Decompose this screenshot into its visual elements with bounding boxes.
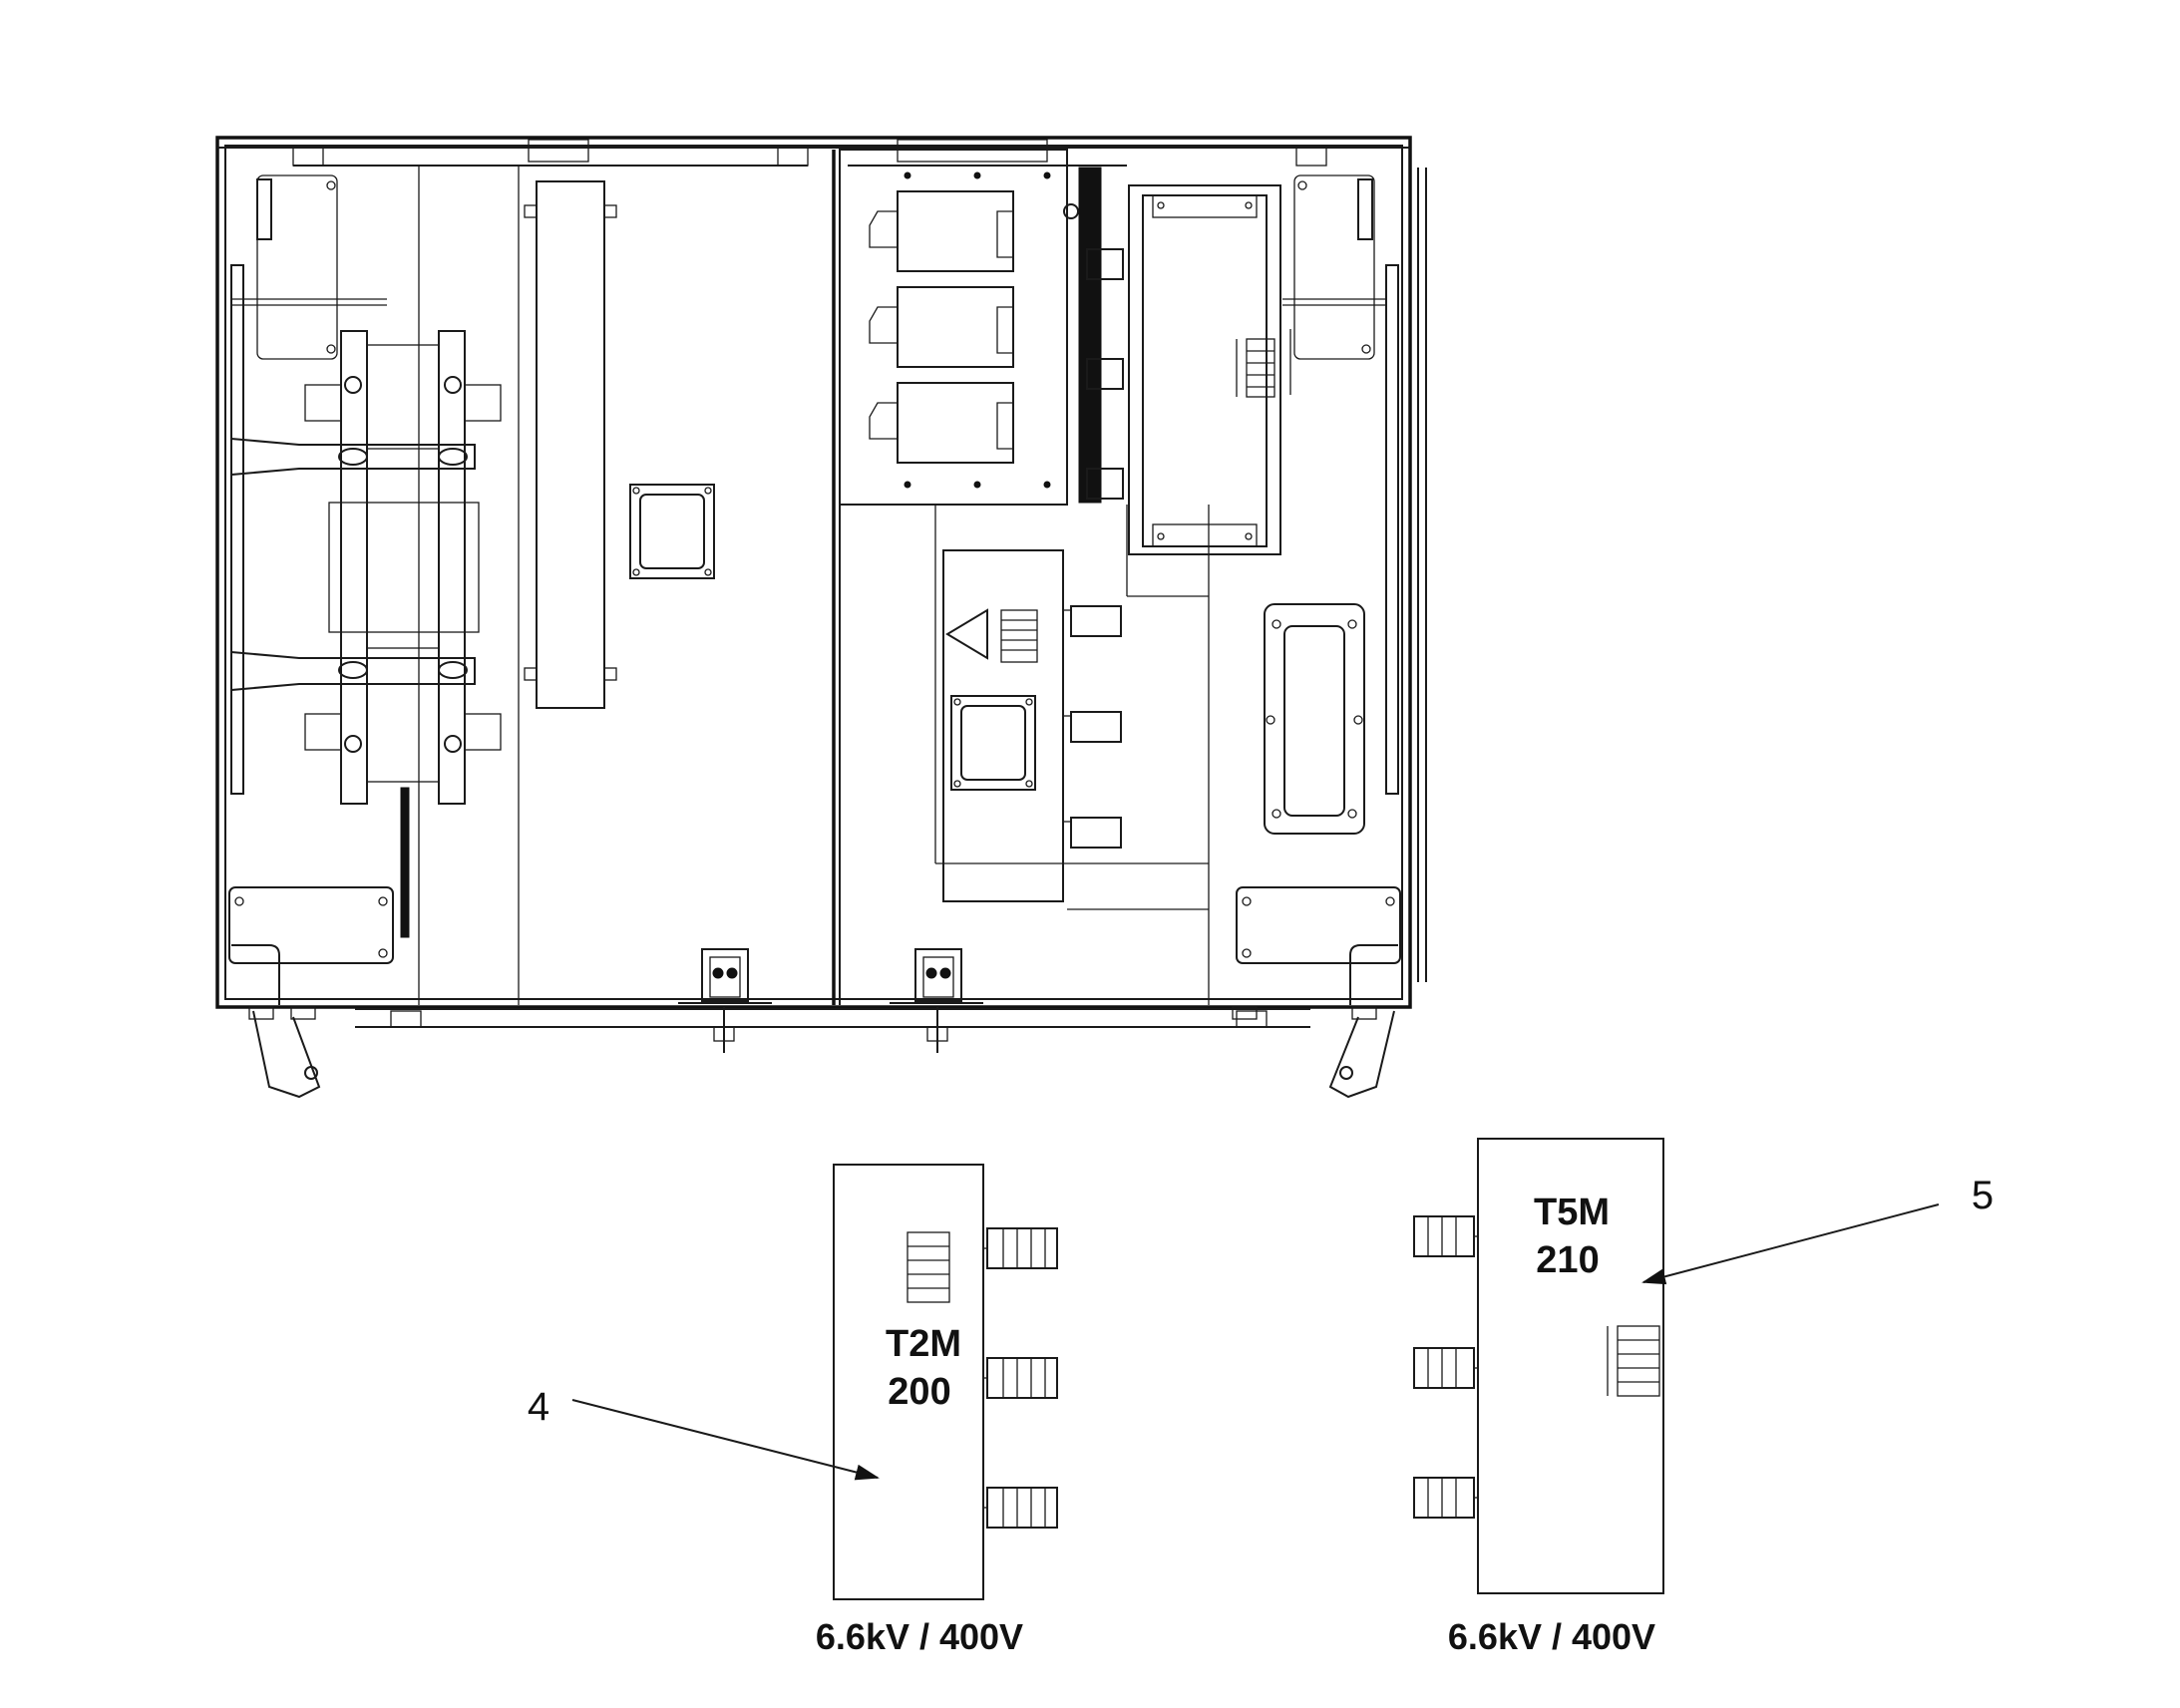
breaker-5-voltage: 6.6kV / 400V: [1448, 1616, 1655, 1657]
relay-modules: [869, 171, 1079, 489]
breaker-5-model: T5M: [1534, 1192, 1610, 1233]
breaker-5-terminals: [1413, 1215, 1478, 1519]
callout-4-number: 4: [528, 1385, 549, 1429]
breaker-4-model: T2M: [886, 1323, 961, 1365]
cabinet-front-view: [215, 136, 1427, 1099]
installed-breaker: [942, 549, 1122, 902]
breaker-5-drawing: T5M 210 6.6kV / 400V: [1413, 1138, 1664, 1657]
breaker-4-rating: 200: [888, 1371, 950, 1413]
breaker-5-rating: 210: [1536, 1239, 1599, 1281]
transformer-assembly: [230, 330, 502, 938]
callout-4: 4: [528, 1385, 880, 1481]
breaker-4-terminals: [983, 1227, 1058, 1529]
breaker-4-voltage: 6.6kV / 400V: [816, 1616, 1023, 1657]
callout-5-number: 5: [1972, 1174, 1994, 1217]
breaker-4-drawing: T2M 200 6.6kV / 400V: [816, 1164, 1058, 1657]
callout-5: 5: [1641, 1174, 1994, 1285]
